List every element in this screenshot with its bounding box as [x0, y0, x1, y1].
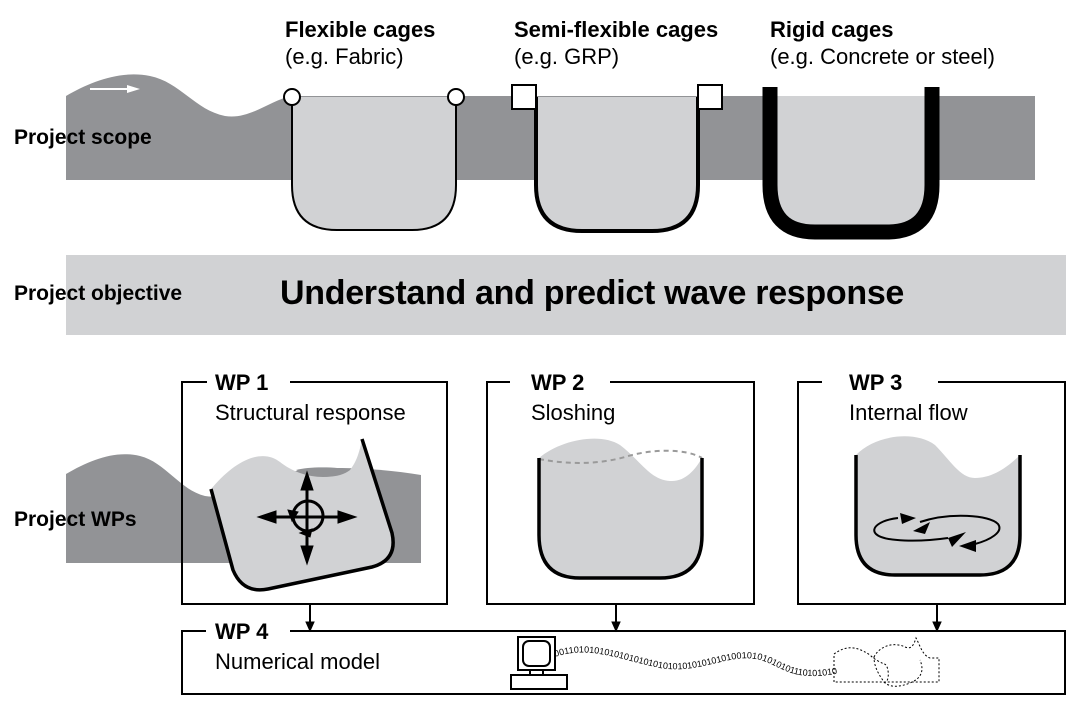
wp2-id: WP 2 — [523, 370, 593, 396]
semi-flexible-cage-icon — [511, 84, 723, 233]
wp2-title: Sloshing — [531, 400, 616, 425]
project-scope-row — [66, 74, 1035, 240]
sloshing-liquid — [539, 438, 702, 578]
rigid-cage-title: Rigid cages — [770, 17, 894, 42]
project-objective-text: Understand and predict wave response — [280, 274, 905, 312]
tilted-cage-liquid — [212, 440, 395, 591]
project-objective-label: Project objective — [14, 282, 183, 305]
wp4-title: Numerical model — [215, 649, 381, 674]
dashed-cage-model-icon — [833, 636, 940, 687]
float-collar-square-right — [697, 84, 723, 110]
project-wps-label: Project WPs — [14, 508, 137, 531]
float-collar-square-left — [511, 84, 537, 110]
wp4-id: WP 4 — [207, 619, 277, 645]
flexible-cage-title: Flexible cages — [285, 17, 436, 42]
project-scope-label: Project scope — [14, 126, 152, 149]
sloshing-tank-wall — [537, 458, 704, 580]
wave-direction-arrow-icon — [90, 85, 140, 93]
circulating-flow-arrows-icon — [873, 513, 1001, 552]
internal-flow-tank-wall — [854, 455, 1022, 577]
flexible-cage-icon — [283, 88, 465, 231]
flexible-cage-example: (e.g. Fabric) — [285, 44, 404, 69]
float-collar-circle-right — [447, 88, 465, 106]
wp1-title: Structural response — [215, 400, 406, 425]
wp1-box — [181, 381, 448, 605]
wp-connector-arrows — [305, 604, 942, 633]
rigid-cage-icon — [762, 87, 940, 240]
internal-flow-liquid — [856, 436, 1020, 575]
float-collar-circle-left — [283, 88, 301, 106]
wp3-id: WP 3 — [841, 370, 911, 396]
rigid-cage-example: (e.g. Concrete or steel) — [770, 44, 995, 69]
wp3-box — [797, 381, 1066, 605]
tilted-cage-wall — [209, 438, 395, 592]
semi-flexible-cage-title: Semi-flexible cages — [514, 17, 719, 42]
wp2-box — [486, 381, 755, 605]
objective-band — [66, 255, 1066, 335]
semi-flexible-cage-example: (e.g. GRP) — [514, 44, 620, 69]
computer-icon — [510, 636, 568, 690]
wp1-id: WP 1 — [207, 370, 277, 396]
wp3-title: Internal flow — [849, 400, 968, 425]
structural-motion-arrows-icon — [256, 470, 358, 566]
wp1-dark-wave-overlap — [296, 467, 350, 477]
